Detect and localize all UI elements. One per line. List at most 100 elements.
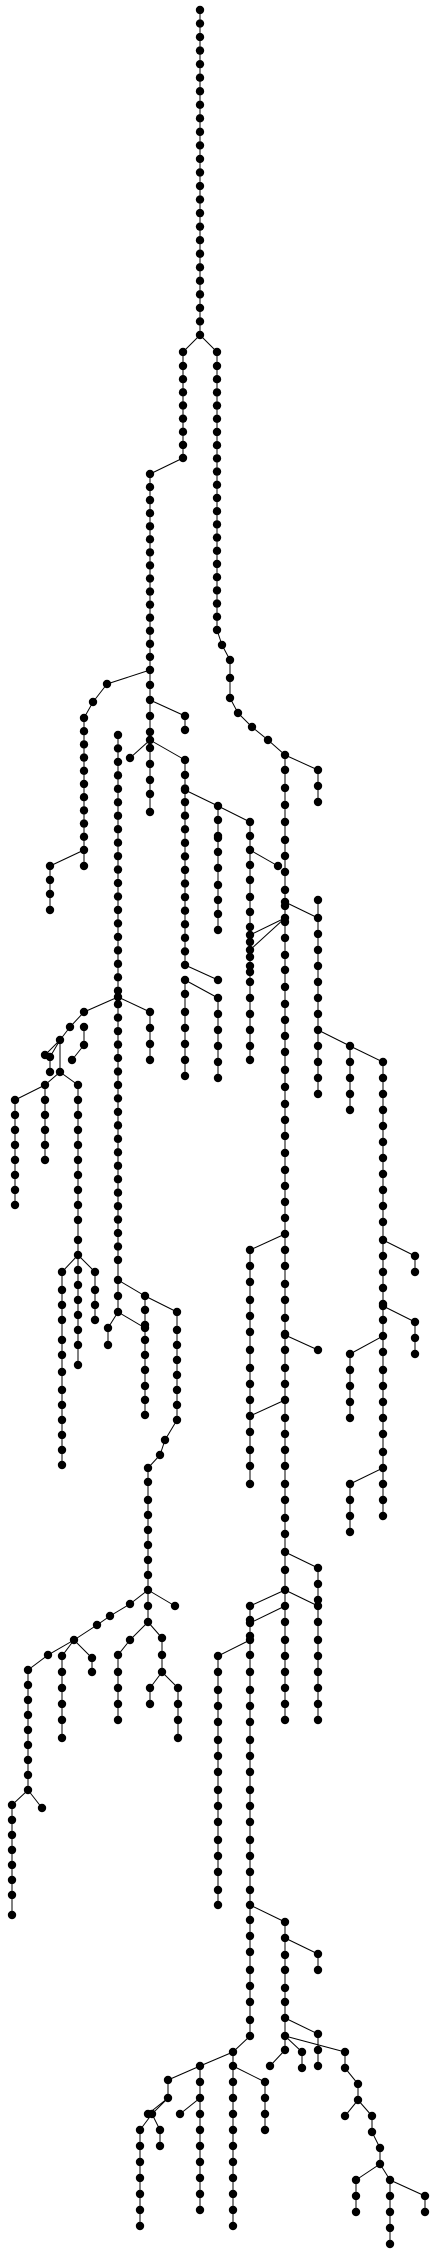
tree-node <box>73 1295 83 1305</box>
tree-node <box>213 1057 223 1067</box>
tree-node <box>280 1245 290 1255</box>
tree-node <box>180 825 190 834</box>
tree-node <box>212 361 222 371</box>
tree-node <box>378 1301 388 1311</box>
tree-node <box>45 1067 55 1077</box>
tree-node <box>212 493 222 503</box>
tree-node <box>79 819 89 828</box>
tree-node <box>135 2157 145 2167</box>
tree-node <box>213 895 223 905</box>
tree-edge <box>382 1239 416 1257</box>
tree-node <box>245 1461 255 1471</box>
tree-node <box>280 1965 290 1975</box>
tree-node <box>213 1701 223 1711</box>
tree-node <box>280 851 290 861</box>
tree-node <box>280 1495 290 1505</box>
tree-node <box>145 1023 155 1033</box>
tree-node <box>157 1650 167 1660</box>
tree-node <box>145 789 155 799</box>
tree-node <box>10 1110 20 1120</box>
tree-node <box>245 1479 255 1489</box>
tree-node <box>260 2125 270 2135</box>
tree-node <box>313 1651 323 1661</box>
tree-node <box>155 1450 165 1460</box>
tree-node <box>245 1427 255 1437</box>
tree-node <box>57 1715 67 1725</box>
tree-node <box>88 697 98 707</box>
tree-node <box>79 832 89 841</box>
tree-node <box>280 1295 290 1305</box>
tree-node <box>102 679 112 689</box>
tree-node <box>73 1155 83 1165</box>
tree-node <box>113 932 123 942</box>
tree-node <box>145 482 155 492</box>
tree-node <box>280 1601 290 1611</box>
tree-node <box>135 2221 145 2231</box>
tree-node <box>57 1651 67 1661</box>
tree-node <box>245 952 255 962</box>
tree-node <box>195 2093 205 2103</box>
tree-node <box>345 1073 355 1083</box>
tree-node <box>73 1215 83 1225</box>
tree-node <box>280 1997 290 2007</box>
tree-edge <box>129 739 151 759</box>
tree-node <box>280 982 290 992</box>
tree-node <box>10 1095 20 1105</box>
tree-edge <box>184 979 219 999</box>
tree-node <box>79 766 89 775</box>
tree-node <box>280 1715 290 1725</box>
tree-node <box>113 771 123 780</box>
tree-node <box>378 1429 388 1439</box>
tree-node <box>245 1735 255 1745</box>
tree-node <box>213 1900 223 1910</box>
tree-node <box>245 961 255 971</box>
tree-node <box>280 1461 290 1471</box>
tree-node <box>280 1585 290 1595</box>
tree-node <box>245 937 255 947</box>
tree-node <box>213 975 223 985</box>
tree-node <box>280 1330 290 1340</box>
tree-node <box>280 2031 290 2041</box>
tree-node <box>195 303 205 313</box>
tree-node <box>143 1540 153 1550</box>
tree-node <box>313 1949 323 1959</box>
tree-node <box>345 1057 355 1067</box>
tree-node <box>245 1767 255 1777</box>
tree-node <box>113 784 123 794</box>
tree-node <box>113 744 123 753</box>
tree-node <box>143 2109 153 2119</box>
tree-node <box>212 427 222 437</box>
tree-node <box>79 713 89 723</box>
tree-node <box>113 1107 123 1117</box>
tree-node <box>145 574 155 583</box>
tree-node <box>57 1699 67 1709</box>
tree-node <box>7 1860 17 1870</box>
tree-edge <box>14 1084 46 1101</box>
tree-edge <box>249 1589 286 1607</box>
tree-node <box>113 1080 123 1090</box>
tree-node <box>163 2075 173 2085</box>
tree-node <box>145 495 155 505</box>
tree-node <box>73 1325 83 1335</box>
tree-node <box>195 154 205 164</box>
tree-node <box>145 743 155 753</box>
tree-node <box>345 1479 355 1489</box>
tree-node <box>45 861 55 871</box>
tree-node <box>280 2045 290 2055</box>
tree-node <box>180 960 190 970</box>
tree-node <box>7 1910 17 1920</box>
tree-node <box>195 2205 205 2215</box>
tree-node <box>57 1367 67 1377</box>
tree-node <box>143 1477 153 1487</box>
tree-node <box>135 2141 145 2151</box>
tree-node <box>195 2173 205 2183</box>
tree-node <box>40 1080 50 1090</box>
tree-node <box>69 1635 79 1645</box>
tree-node <box>57 1445 67 1455</box>
tree-node <box>245 1025 255 1035</box>
tree-node <box>280 1082 290 1092</box>
tree-node <box>57 1285 67 1295</box>
tree-node <box>351 2191 361 2201</box>
tree-node <box>280 1635 290 1645</box>
